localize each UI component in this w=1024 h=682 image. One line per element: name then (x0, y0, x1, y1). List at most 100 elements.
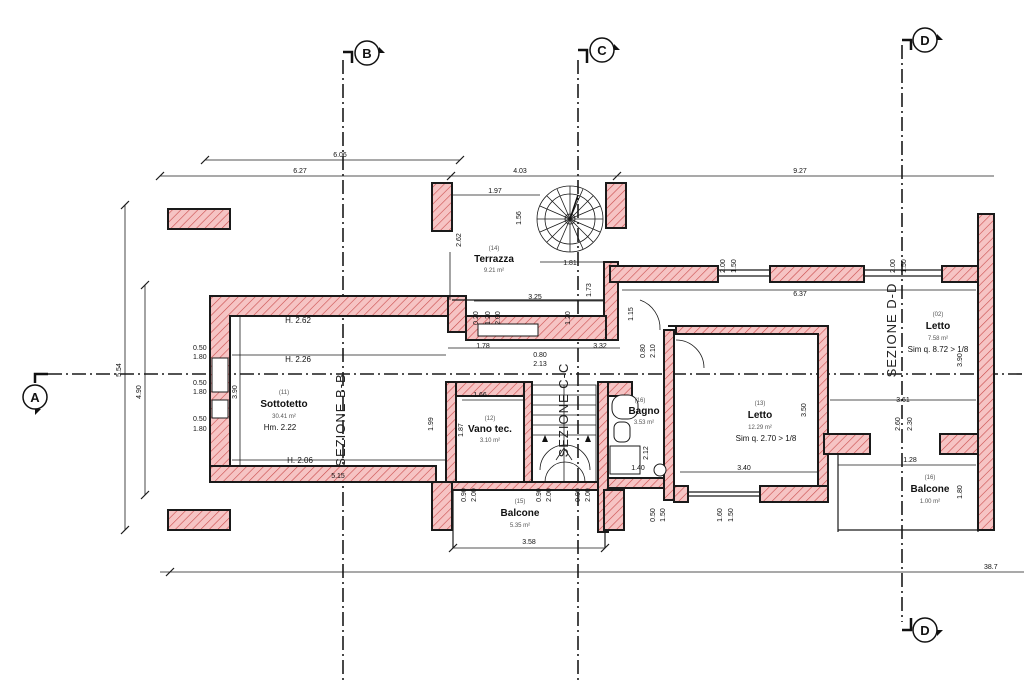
sottotetto-walls (209, 295, 467, 531)
room-name: Letto (926, 321, 950, 332)
room-area: 30.41 m² (272, 414, 296, 420)
marker-label: B (362, 46, 371, 61)
bottom-dimensions: 38.7 3.58 (160, 539, 1024, 577)
section-label-b: SEZIONE B-B (333, 373, 348, 466)
room-extra: Sim q. 8.72 > 1/8 (908, 345, 969, 354)
room-name: Balcone (911, 484, 950, 495)
right-wing-walls (609, 213, 995, 532)
svg-text:2.00: 2.00 (585, 488, 592, 502)
dimension-labels: 1.97 1.56 2.62 1.81 3.25 1.73 5.15 1.99 … (331, 188, 964, 522)
svg-text:1.40: 1.40 (631, 465, 645, 472)
dim-w3b: 1.80 (193, 426, 207, 433)
letto-mid-walls (668, 325, 829, 503)
room-code: (16) (635, 398, 646, 404)
room-area: 12.29 m² (748, 425, 772, 431)
section-marker-b-top[interactable]: B (343, 40, 385, 66)
svg-text:1.20: 1.20 (485, 311, 492, 325)
dim-top-total: 6.06 (333, 152, 347, 159)
room-area: 3.53 m² (634, 420, 654, 426)
top-dimensions: 6.06 6.27 4.03 9.27 (155, 152, 994, 181)
svg-text:0.50: 0.50 (650, 508, 657, 522)
room-name: Sottotetto (260, 399, 307, 410)
room-name: Balcone (501, 508, 540, 519)
marker-label: A (30, 390, 40, 405)
svg-text:0.80: 0.80 (533, 352, 547, 359)
terrazza-walls (431, 182, 627, 341)
svg-text:1.50: 1.50 (660, 508, 667, 522)
room-area: 1.00 m² (920, 499, 940, 505)
dim-w1b: 1.80 (193, 354, 207, 361)
section-marker-d-bottom[interactable]: D (902, 617, 943, 643)
dim-left-total: 5.54 (116, 363, 123, 377)
room-name: Terrazza (474, 254, 514, 265)
room-area: 7.58 m² (928, 336, 948, 342)
svg-text:3.90: 3.90 (957, 353, 964, 367)
svg-text:0.80: 0.80 (640, 344, 647, 358)
svg-text:2.10: 2.10 (650, 344, 657, 358)
straight-staircase (531, 384, 597, 483)
svg-text:0.90: 0.90 (536, 488, 543, 502)
marker-label: D (920, 33, 929, 48)
marker-label: C (597, 43, 607, 58)
svg-text:1.73: 1.73 (586, 283, 593, 297)
room-area: 9.21 m² (484, 268, 504, 274)
room-code: (12) (485, 416, 496, 422)
central-walls (445, 315, 633, 548)
bagno-walls (607, 329, 675, 501)
height-label: H. 2.62 (285, 316, 311, 325)
room-code: (16) (925, 475, 936, 481)
room-name: Letto (748, 410, 772, 421)
section-marker-c-top[interactable]: C (578, 37, 620, 63)
room-balcone-right[interactable]: (16) Balcone 1.00 m² (911, 475, 950, 505)
svg-text:1.50: 1.50 (901, 259, 908, 273)
room-bagno[interactable]: (16) Bagno 3.53 m² (628, 398, 659, 426)
svg-text:3.40: 3.40 (737, 465, 751, 472)
dim-left-a: 3.90 (232, 385, 239, 399)
svg-text:1.80: 1.80 (957, 485, 964, 499)
section-label-c: SEZIONE C-C (556, 363, 571, 458)
room-extra: Sim q. 2.70 > 1/8 (736, 434, 797, 443)
dim-w2a: 0.50 (193, 380, 207, 387)
room-area: 3.10 m² (480, 438, 500, 444)
marker-label: D (920, 623, 929, 638)
svg-text:1.20: 1.20 (565, 311, 572, 325)
room-letto-right[interactable]: (02) Letto 7.58 m² Sim q. 8.72 > 1/8 (908, 312, 969, 354)
svg-text:1.15: 1.15 (628, 307, 635, 321)
section-marker-a-left[interactable]: A (22, 372, 48, 415)
svg-text:1.60: 1.60 (717, 508, 724, 522)
spiral-staircase (536, 185, 604, 253)
room-code: (02) (933, 312, 944, 318)
dim-left-inner: 4.90 (136, 385, 143, 399)
svg-text:3.61: 3.61 (896, 397, 910, 404)
svg-text:1.50: 1.50 (731, 259, 738, 273)
dim-top-c: 9.27 (793, 168, 807, 175)
dim-top-b: 4.03 (513, 168, 527, 175)
svg-text:2.13: 2.13 (533, 361, 547, 368)
svg-text:0.90: 0.90 (575, 488, 582, 502)
svg-text:3.50: 3.50 (801, 403, 808, 417)
room-terrazza[interactable]: (14) Terrazza 9.21 m² (474, 246, 514, 274)
svg-text:1.99: 1.99 (428, 417, 435, 431)
room-balcone-mid[interactable]: (15) Balcone 5.35 m² (501, 499, 540, 529)
svg-text:3.32: 3.32 (593, 343, 607, 350)
svg-text:3.25: 3.25 (528, 294, 542, 301)
svg-text:2.00: 2.00 (720, 259, 727, 273)
svg-text:2.60: 2.60 (895, 417, 902, 431)
room-code: (15) (515, 499, 526, 505)
section-marker-d-top[interactable]: D (902, 27, 943, 53)
svg-text:1.81: 1.81 (563, 260, 577, 267)
dim-w3a: 0.50 (193, 416, 207, 423)
room-sottotetto[interactable]: (11) Sottotetto 30.41 m² Hm. 2.22 (260, 390, 307, 432)
svg-text:0.90: 0.90 (461, 488, 468, 502)
internal-dimension-lines (232, 194, 976, 473)
room-code: (14) (489, 246, 500, 252)
left-dimensions: 5.54 4.90 3.90 0.50 1.80 0.50 1.80 0.50 … (116, 200, 241, 535)
svg-text:1.87: 1.87 (458, 423, 465, 437)
svg-text:2.12: 2.12 (643, 446, 650, 460)
room-code: (13) (755, 401, 766, 407)
room-letto-mid[interactable]: (13) Letto 12.29 m² Sim q. 2.70 > 1/8 (736, 401, 797, 443)
wall-fragment-bottom-left (167, 509, 231, 531)
room-vano-tec[interactable]: (12) Vano tec. 3.10 m² (468, 416, 512, 444)
room-name: Bagno (628, 406, 659, 417)
